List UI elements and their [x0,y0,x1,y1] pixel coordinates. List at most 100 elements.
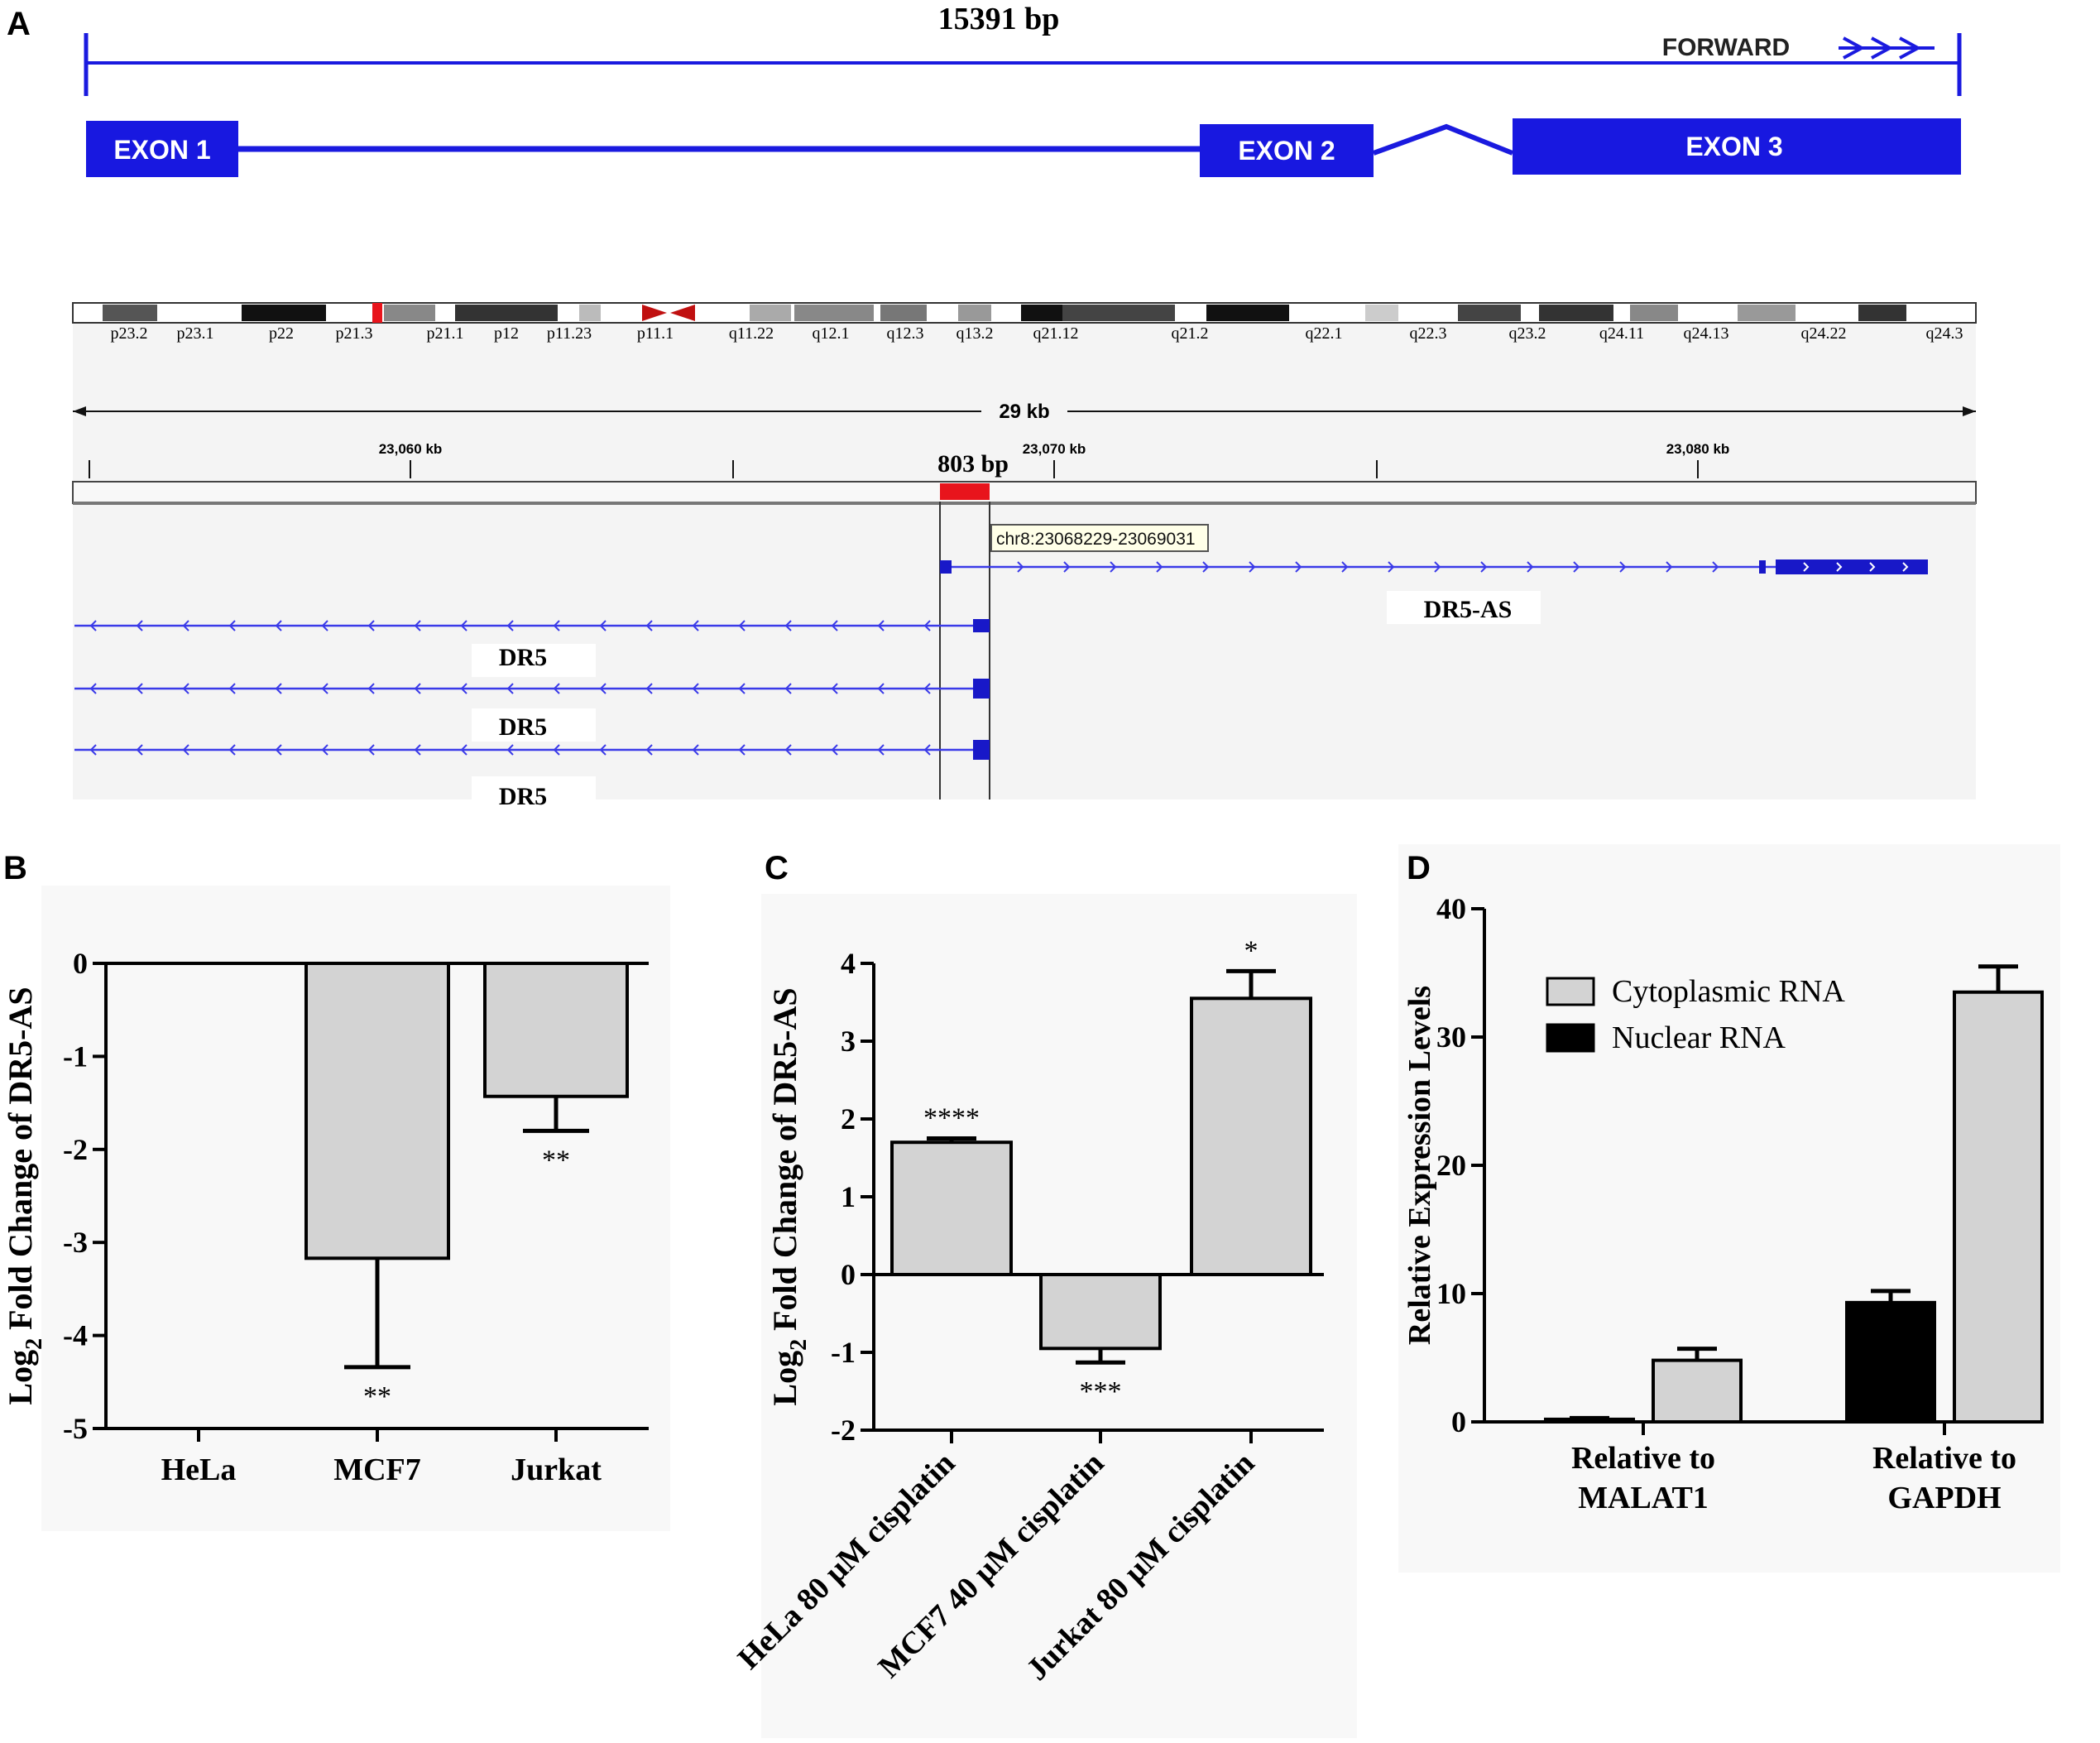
reverse-chevron-icon [182,620,189,631]
reverse-chevron-icon [784,744,792,756]
legend-swatch [1546,977,1595,1006]
reverse-chevron-icon [738,744,746,756]
forward-chevron-icon [1434,561,1441,573]
forward-chevron-icon [1295,561,1302,573]
y-axis-label: Relative Expression Levels [1402,986,1437,1345]
reverse-chevron-icon [228,683,236,694]
band-label: q22.1 [1306,324,1343,343]
band-label: q13.2 [957,324,994,343]
reverse-chevron-icon [553,620,560,631]
x-tick-label: HeLa [161,1452,237,1487]
y-tick-label: -2 [831,1414,856,1447]
dr5-as-track: DR5-AS [940,559,1928,624]
forward-chevron-icon [1803,562,1810,572]
reverse-chevron-icon [831,744,838,756]
reverse-chevron-icon [553,683,560,694]
forward-chevron-icon [1388,561,1395,573]
band-label: p23.1 [177,324,214,343]
span-label: 29 kb [999,401,1049,423]
forward-chevron-icon [1527,561,1534,573]
reverse-chevron-icon [692,744,699,756]
y-axis-label: Log2 Fold Change of DR5-AS [766,987,812,1405]
reverse-chevron-icon [136,744,143,756]
forward-chevron-icon [1902,562,1909,572]
reverse-chevron-icon [923,744,931,756]
reverse-chevron-icon [321,683,328,694]
reverse-chevron-icon [784,620,792,631]
reverse-chevron-icon [645,683,653,694]
x-tick-label: Relative to [1872,1441,2016,1476]
reverse-chevron-icon [506,744,514,756]
reverse-chevron-icon [877,620,885,631]
significance-label: * [1244,935,1259,966]
forward-chevron-icon [1712,561,1719,573]
dr5-label-1: DR5 [499,644,547,671]
band-label: p11.1 [637,324,674,343]
bar [1039,1273,1162,1351]
forward-chevron-icon [1573,561,1580,573]
dr5-as-label-bg [1387,591,1541,624]
significance-label: *** [1080,1376,1122,1407]
forward-chevron-icon [1156,561,1163,573]
bar [1953,990,2044,1424]
y-tick-label: 1 [841,1180,856,1213]
x-tick-label: GAPDH [1887,1481,2001,1515]
reverse-chevron-icon [89,620,97,631]
reverse-chevron-icon [506,683,514,694]
exon-3-label: EXON 3 [1685,132,1782,161]
panel-d-letter: D [1407,850,1431,886]
y-tick-label: -2 [63,1133,88,1166]
reverse-chevron-icon [599,744,607,756]
reverse-chevron-icon [367,683,375,694]
exon-1-label: EXON 1 [113,135,210,165]
band-label: p12 [494,324,519,343]
reverse-chevron-icon [506,620,514,631]
y-tick-label: 4 [841,947,856,980]
reverse-chevron-icon [228,620,236,631]
panel-a: A 15391 bp FORWARD EXON 1 EXON 2 EXON 3 [7,2,1977,810]
significance-label: ** [363,1381,391,1412]
forward-chevron-icon [1017,561,1024,573]
reverse-chevron-icon [182,744,189,756]
panel-a-letter: A [7,6,31,42]
y-tick-label: 2 [841,1102,856,1136]
bar [1190,996,1312,1277]
reverse-chevron-icon [89,744,97,756]
reverse-chevron-icon [367,620,375,631]
exon-2-box [1200,124,1374,177]
band-label: q24.11 [1599,324,1644,343]
band-label: p22 [269,324,294,343]
y-tick-label: -3 [63,1226,88,1259]
legend-label: Cytoplasmic RNA [1612,974,1845,1009]
bar [483,962,629,1098]
reverse-chevron-icon [228,744,236,756]
y-tick-label: 0 [1451,1405,1466,1438]
intron-2-line [1372,123,1514,156]
band-label: q12.3 [887,324,924,343]
reverse-chevron-icon [321,744,328,756]
forward-chevron-icon [1666,561,1673,573]
reverse-chevron-icon [275,620,282,631]
reverse-chevron-icon [831,683,838,694]
direction-label: FORWARD [1662,34,1790,61]
forward-chevron-icon [1480,561,1488,573]
reverse-chevron-icon [599,683,607,694]
y-axis-label: Log2 Fold Change of DR5-AS [2,987,47,1404]
coordinates-tooltip-text: chr8:23068229-23069031 [996,530,1196,549]
reverse-chevron-icon [831,620,838,631]
bar [1652,1358,1743,1424]
forward-chevron-icon [1341,561,1349,573]
reverse-chevron-icon [692,683,699,694]
significance-label: ** [542,1145,570,1175]
y-tick-label: 20 [1436,1149,1466,1182]
tick-label-2: 23,070 kb [1023,441,1086,457]
x-tick-label: MALAT1 [1578,1481,1709,1515]
tick-label-3: 23,080 kb [1666,441,1730,457]
reverse-chevron-icon [414,683,421,694]
band-label: q23.2 [1509,324,1546,343]
